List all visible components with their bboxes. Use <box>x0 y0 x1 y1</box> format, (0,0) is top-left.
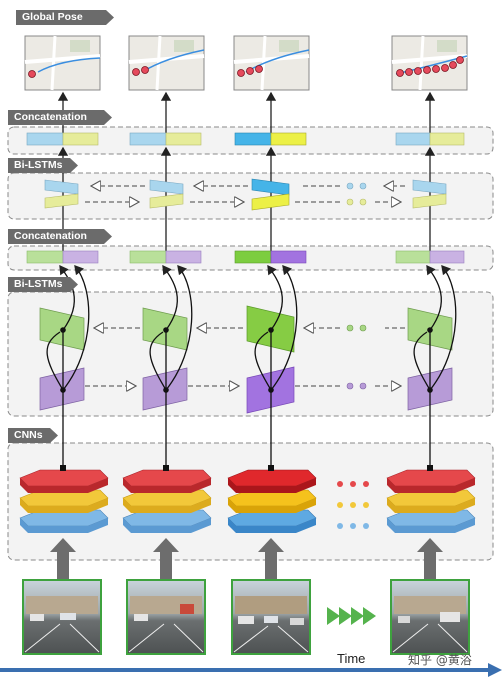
lstm-nodes <box>60 327 433 393</box>
concat-mid-bars <box>26 250 465 264</box>
label-cnns: CNNs <box>8 428 58 443</box>
camera-frame-3 <box>231 579 311 655</box>
watermark: 知乎 @黄浴 <box>408 653 472 667</box>
camera-frame-2 <box>126 579 206 655</box>
label-global-pose: Global Pose <box>16 10 114 25</box>
label-concatenation-mid: Concatenation <box>8 229 112 244</box>
time-axis <box>0 663 502 677</box>
cnn-stack-1 <box>19 469 109 533</box>
bilstm-top-cells <box>44 178 447 211</box>
label-bilstms-top: Bi-LSTMs <box>8 158 78 173</box>
ellipsis-dots-cnn <box>337 481 369 529</box>
cnn-stack-3 <box>227 469 317 533</box>
cnn-stack-2 <box>122 469 212 533</box>
ellipsis-dots-mid <box>346 324 367 390</box>
label-concatenation-top: Concatenation <box>8 110 112 125</box>
bilstm-top-box <box>7 172 494 220</box>
concat-top-bars <box>26 132 465 146</box>
label-bilstms-mid: Bi-LSTMs <box>8 277 78 292</box>
ellipsis-dots-top <box>346 182 367 206</box>
time-label: Time <box>337 651 366 666</box>
camera-frame-1 <box>22 579 102 655</box>
cnn-stack-4 <box>386 469 476 533</box>
camera-frame-4 <box>390 579 470 655</box>
dataflow-lines <box>46 264 457 468</box>
map-thumbnail-3 <box>233 35 310 91</box>
map-thumbnail-2 <box>128 35 205 91</box>
map-thumbnail-1 <box>24 35 101 91</box>
fast-forward-arrows-icon <box>327 607 376 625</box>
input-arrows <box>50 538 443 580</box>
map-thumbnail-4 <box>391 35 468 91</box>
